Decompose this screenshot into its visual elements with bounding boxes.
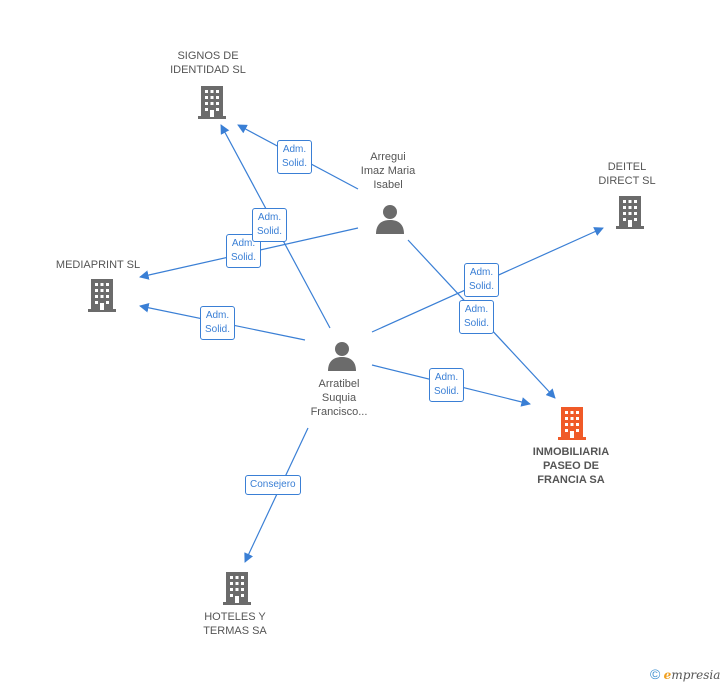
edge-label-arratibel-hoteles[interactable]: Consejero [245,475,301,495]
edge-label-arratibel-deitel[interactable]: Adm.Solid. [464,263,500,297]
edge-label-arregui-inmobiliaria[interactable]: Adm.Solid. [459,300,495,334]
footer-brand: © empresia [650,666,720,682]
brand-logo: empresia [663,668,721,682]
building-icon[interactable] [196,84,228,120]
edge-arratibel-hoteles [244,427,309,563]
edge-label-arratibel-mediaprint[interactable]: Adm.Solid. [200,306,236,340]
node-label: MEDIAPRINT SL [55,259,141,271]
edge-label-arregui-signos[interactable]: Adm.Solid. [277,140,313,174]
edge-label-arratibel-inmobiliaria[interactable]: Adm.Solid. [429,368,465,402]
person-icon[interactable] [327,341,357,371]
building-icon[interactable] [221,570,253,606]
building-icon[interactable] [614,194,646,230]
person-icon[interactable] [375,204,405,234]
edge-label-arratibel-signos[interactable]: Adm.Solid. [252,208,288,242]
edge-label-arregui-mediaprint[interactable]: Adm.Solid. [226,234,262,268]
building-icon[interactable] [86,277,118,313]
copyright-icon: © [650,666,661,682]
node-mediaprint[interactable]: MEDIAPRINT SL [38,258,158,272]
building-icon-main[interactable] [556,405,588,441]
